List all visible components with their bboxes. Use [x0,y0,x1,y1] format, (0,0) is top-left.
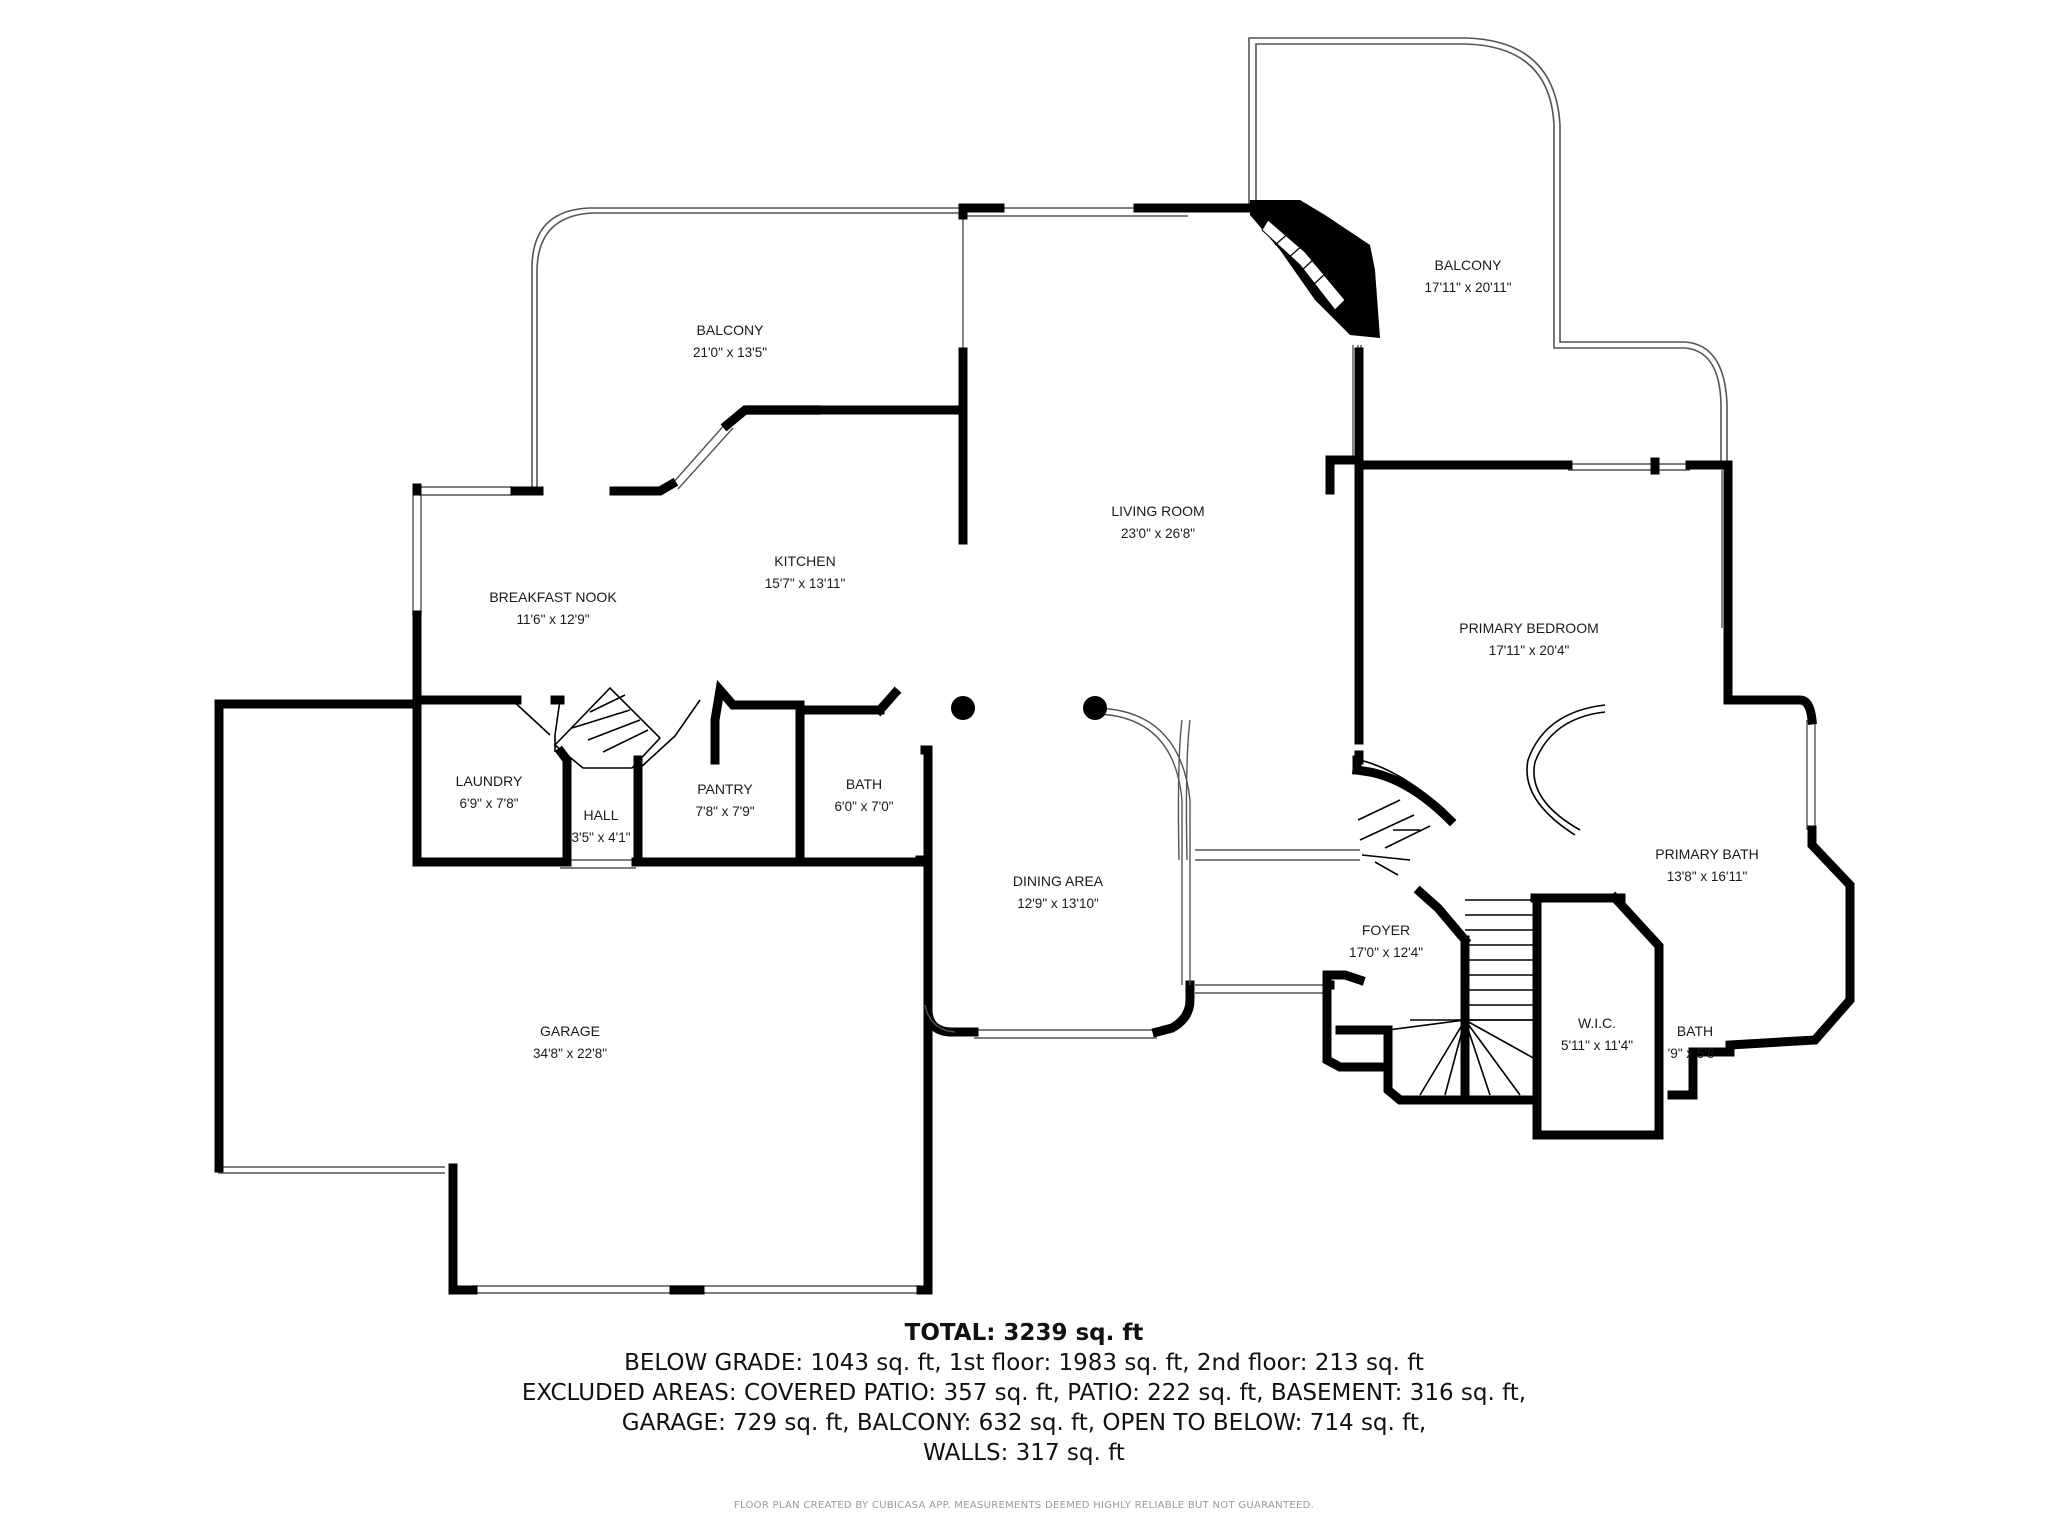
svg-text:11'6" x 12'9": 11'6" x 12'9" [516,612,589,627]
svg-text:17'11" x 20'4": 17'11" x 20'4" [1489,643,1570,658]
walls [214,203,1855,1295]
label-breakfast-nook: BREAKFAST NOOK 11'6" x 12'9" [489,589,617,627]
svg-text:KITCHEN: KITCHEN [774,553,835,569]
svg-text:34'8" x 22'8": 34'8" x 22'8" [533,1046,607,1061]
svg-text:6'0" x 7'0": 6'0" x 7'0" [834,799,893,814]
credit-line: FLOOR PLAN CREATED BY CUBICASA APP. MEAS… [733,1500,1315,1511]
balcony-outlines [531,37,1728,493]
svg-text:3'5" x 4'1": 3'5" x 4'1" [571,830,630,845]
svg-text:6'9" x 7'8": 6'9" x 7'8" [459,796,518,811]
svg-text:BATH: BATH [846,776,882,792]
label-garage: GARAGE 34'8" x 22'8" [533,1023,607,1061]
room-labels: BALCONY 21'0" x 13'5" BALCONY 17'11" x 20'… [456,257,1759,1061]
svg-text:LIVING ROOM: LIVING ROOM [1111,503,1204,519]
label-balcony-right: BALCONY 17'11" x 20'11" [1424,257,1511,295]
svg-text:17'0" x 12'4": 17'0" x 12'4" [1349,945,1423,960]
label-foyer: FOYER 17'0" x 12'4" [1349,922,1423,960]
label-living-room: LIVING ROOM 23'0" x 26'8" [1111,503,1204,541]
svg-text:W.I.C.: W.I.C. [1578,1015,1616,1031]
dining-curve [924,707,1191,1033]
label-primary-bedroom: PRIMARY BEDROOM 17'11" x 20'4" [1459,620,1599,658]
svg-text:LAUNDRY: LAUNDRY [456,773,523,789]
primary-bath-curved-wall [1526,704,1606,836]
svg-text:12'9" x 13'10": 12'9" x 13'10" [1017,896,1099,911]
svg-text:PRIMARY BATH: PRIMARY BATH [1655,846,1758,862]
svg-text:13'8" x 16'11": 13'8" x 16'11" [1667,869,1748,884]
summary-line-2: EXCLUDED AREAS: COVERED PATIO: 357 sq. f… [521,1380,1527,1406]
svg-text:21'0" x 13'5": 21'0" x 13'5" [693,345,767,360]
svg-text:23'0" x 26'8": 23'0" x 26'8" [1121,526,1195,541]
svg-text:PANTRY: PANTRY [697,781,753,797]
window-lines [218,207,1816,1294]
label-balcony-left: BALCONY 21'0" x 13'5" [693,322,767,360]
label-primary-bath: PRIMARY BATH 13'8" x 16'11" [1655,846,1758,884]
label-wic: W.I.C. 5'11" x 11'4" [1561,1015,1633,1053]
svg-text:PRIMARY BEDROOM: PRIMARY BEDROOM [1459,620,1599,636]
columns [951,696,1107,720]
kitchen-stairs [509,686,701,769]
svg-text:5'11" x 11'4": 5'11" x 11'4" [1561,1038,1633,1053]
svg-text:BALCONY: BALCONY [1435,257,1503,273]
svg-text:FOYER: FOYER [1362,922,1410,938]
svg-text:HALL: HALL [583,807,618,823]
label-kitchen: KITCHEN 15'7" x 13'11" [765,553,846,591]
total-area: TOTAL: 3239 sq. ft [904,1320,1144,1346]
foyer-stairs [1357,759,1539,1096]
svg-text:7'8" x 7'9": 7'8" x 7'9" [695,804,754,819]
label-laundry: LAUNDRY 6'9" x 7'8" [456,773,523,811]
svg-text:15'7" x 13'11": 15'7" x 13'11" [765,576,846,591]
svg-text:BALCONY: BALCONY [697,322,765,338]
summary-line-3: GARAGE: 729 sq. ft, BALCONY: 632 sq. ft,… [621,1410,1427,1436]
svg-text:DINING AREA: DINING AREA [1013,873,1104,889]
svg-text:17'11" x 20'11": 17'11" x 20'11" [1424,280,1511,295]
fireplace [1250,200,1380,338]
svg-text:GARAGE: GARAGE [540,1023,600,1039]
svg-text:BREAKFAST NOOK: BREAKFAST NOOK [489,589,617,605]
label-bath-1: BATH 6'0" x 7'0" [834,776,893,814]
label-hall: HALL 3'5" x 4'1" [571,807,630,845]
label-pantry: PANTRY 7'8" x 7'9" [695,781,754,819]
svg-text:BATH: BATH [1677,1023,1713,1039]
label-dining-area: DINING AREA 12'9" x 13'10" [1013,873,1104,911]
summary-line-4: WALLS: 317 sq. ft [923,1440,1125,1466]
svg-text:'9" x 5'8: '9" x 5'8 [1668,1046,1715,1061]
area-summary: TOTAL: 3239 sq. ft BELOW GRADE: 1043 sq.… [0,1318,2048,1468]
label-bath-2: BATH '9" x 5'8 [1668,1023,1715,1061]
summary-line-1: BELOW GRADE: 1043 sq. ft, 1st floor: 198… [624,1350,1424,1376]
